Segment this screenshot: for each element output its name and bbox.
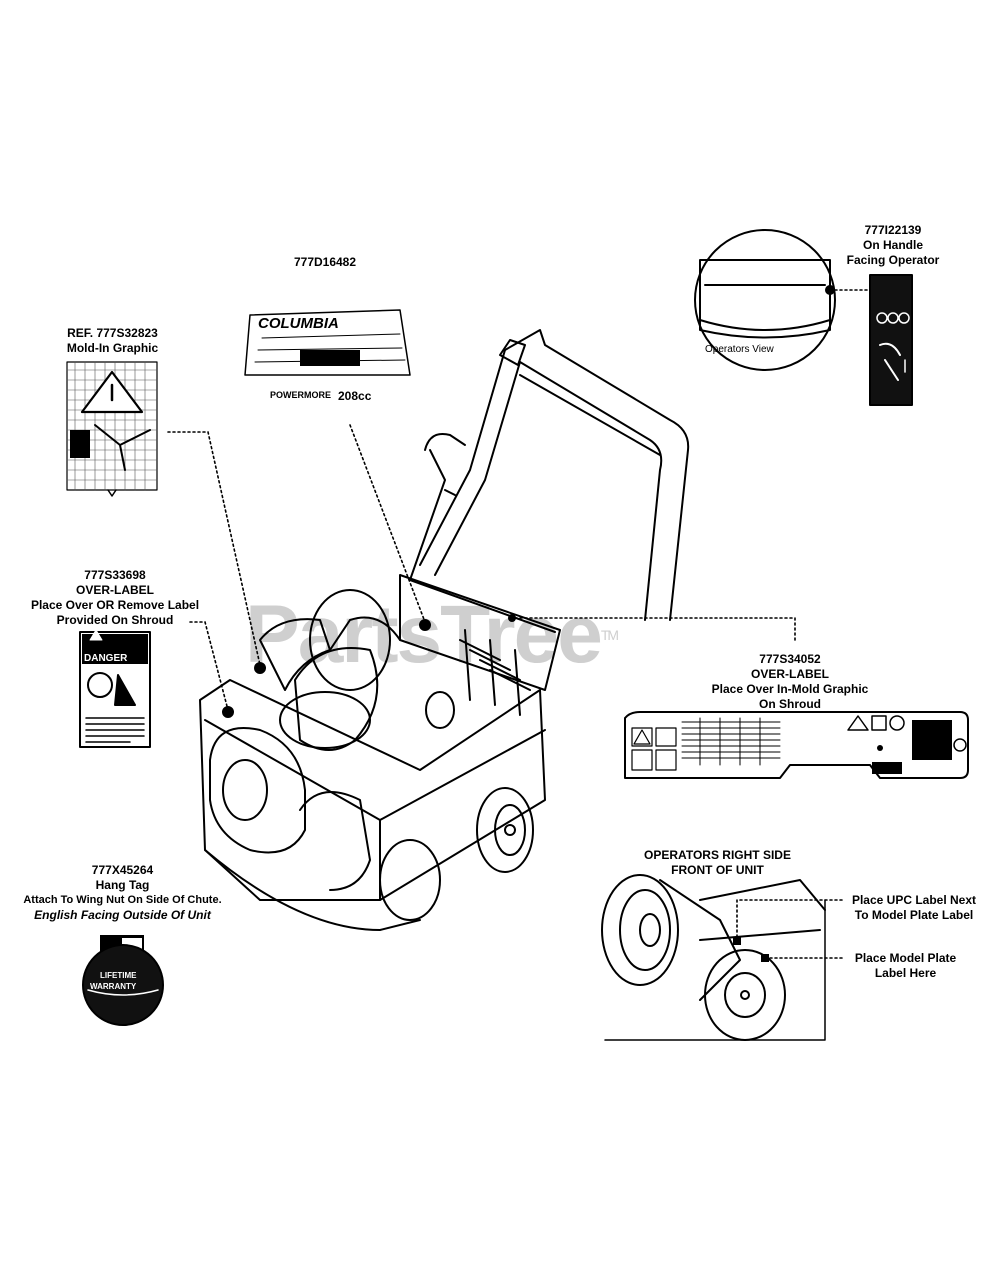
mold-in-label: REF. 777S32823 Mold-In Graphic bbox=[45, 326, 180, 356]
right-side-inset bbox=[601, 874, 826, 1041]
hang-tag-line1: Hang Tag bbox=[95, 878, 150, 892]
right-side-title: OPERATORS RIGHT SIDE FRONT OF UNIT bbox=[630, 848, 805, 878]
danger-line3: Provided On Shroud bbox=[56, 613, 174, 627]
danger-label-text: 777S33698 OVER-LABEL Place Over OR Remov… bbox=[20, 568, 210, 628]
right-side-title1: OPERATORS RIGHT SIDE bbox=[644, 848, 791, 862]
columbia-brand: COLUMBIA bbox=[258, 315, 339, 332]
inset-caption: Operators View bbox=[705, 344, 775, 355]
model-line2: Label Here bbox=[874, 966, 937, 980]
snow-thrower-drawing bbox=[199, 329, 690, 931]
model-line1: Place Model Plate bbox=[854, 951, 957, 965]
upc-line2: To Model Plate Label bbox=[854, 908, 974, 922]
handle-control-decal bbox=[869, 274, 913, 406]
handle-decal-label: 777I22139 On Handle Facing Operator bbox=[838, 223, 948, 268]
hang-tag-line3: English Facing Outside Of Unit bbox=[34, 908, 211, 922]
shroud-part: 777S34052 bbox=[759, 652, 821, 666]
handle-decal-part: 777I22139 bbox=[864, 223, 922, 237]
hang-tag-badge-line2: WARRANTY bbox=[90, 982, 137, 991]
columbia-logo-decal bbox=[244, 309, 411, 376]
hang-tag-line2: Attach To Wing Nut On Side Of Chute. bbox=[23, 894, 222, 906]
mold-in-graphic bbox=[66, 361, 158, 497]
danger-label bbox=[79, 629, 151, 748]
danger-part: 777S33698 bbox=[84, 568, 146, 582]
danger-location-dot bbox=[222, 706, 234, 718]
watermark-tm: TM bbox=[600, 627, 619, 643]
model-plate-text: Place Model Plate Label Here bbox=[843, 951, 968, 981]
hang-tag-part: 777X45264 bbox=[91, 863, 154, 877]
upc-line1: Place UPC Label Next bbox=[851, 893, 977, 907]
engine-brand: POWERMORE bbox=[270, 390, 331, 400]
hang-tag-label: 777X45264 Hang Tag Attach To Wing Nut On… bbox=[5, 863, 240, 923]
mold-in-location-dot bbox=[254, 662, 266, 674]
shroud-line1: OVER-LABEL bbox=[751, 667, 829, 681]
logo-decal-label: 777D16482 bbox=[270, 255, 380, 270]
operators-view-inset bbox=[694, 229, 836, 371]
danger-line1: OVER-LABEL bbox=[76, 583, 154, 597]
logo-decal-part: 777D16482 bbox=[293, 255, 357, 269]
logo-location-dot bbox=[419, 619, 431, 631]
upc-label-text: Place UPC Label Next To Model Plate Labe… bbox=[843, 893, 985, 923]
shroud-over-label bbox=[624, 711, 969, 779]
shroud-label-text: 777S34052 OVER-LABEL Place Over In-Mold … bbox=[700, 652, 880, 712]
shroud-line2: Place Over In-Mold Graphic bbox=[711, 682, 869, 696]
hang-tag-badge-line1: LIFETIME bbox=[100, 971, 137, 980]
danger-badge-text: DANGER bbox=[84, 653, 128, 664]
right-side-title2: FRONT OF UNIT bbox=[671, 863, 764, 877]
mold-in-part: REF. 777S32823 bbox=[67, 326, 158, 340]
danger-line2: Place Over OR Remove Label bbox=[30, 598, 200, 612]
leader-lines bbox=[167, 289, 871, 959]
engine-size: 208cc bbox=[338, 389, 372, 403]
shroud-line3: On Shroud bbox=[759, 697, 821, 711]
handle-decal-line1: On Handle bbox=[862, 238, 923, 252]
handle-decal-line2: Facing Operator bbox=[846, 253, 940, 267]
shroud-location-dot bbox=[508, 614, 516, 622]
mold-in-line1: Mold-In Graphic bbox=[66, 341, 159, 355]
hang-tag bbox=[82, 935, 164, 1026]
